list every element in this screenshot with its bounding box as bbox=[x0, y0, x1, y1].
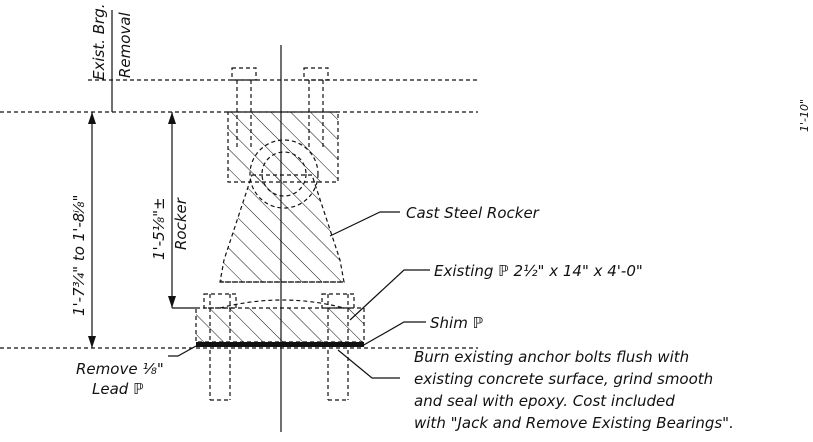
range-dimension-label: 1'-7³⁄₄" to 1'-8ⁱ⁄₈" bbox=[70, 195, 88, 316]
anchor-bolt-right bbox=[321, 293, 355, 401]
anchor-note-leader bbox=[337, 349, 400, 379]
rocker-dimension-label: 1'-5¹⁄₈"± bbox=[150, 197, 168, 260]
existing-plate-leader bbox=[349, 269, 430, 321]
anchor-note-line-4: with "Jack and Remove Existing Bearings"… bbox=[414, 414, 734, 432]
exist-brg-label: Exist. Brg. bbox=[90, 3, 108, 80]
side-dimension-label: 1'-10" bbox=[798, 99, 811, 132]
rocker-label: Rocker bbox=[172, 197, 190, 250]
rocker-pin-outer bbox=[249, 139, 319, 209]
lead-leader bbox=[168, 345, 197, 357]
anchor-bolt-left bbox=[203, 293, 237, 401]
rocker-body bbox=[220, 175, 344, 282]
existing-plate-label: Existing ℙ 2½" x 14" x 4'-0" bbox=[434, 262, 643, 280]
remove-lead-label-2: Lead ℙ bbox=[92, 380, 144, 398]
shim-plate-label: Shim ℙ bbox=[430, 314, 483, 332]
anchor-note-line-1: Burn existing anchor bolts flush with bbox=[414, 348, 689, 366]
shim-leader bbox=[361, 321, 426, 347]
rocker-pin-inner bbox=[261, 151, 307, 197]
top-bolt-right bbox=[303, 67, 329, 148]
top-bolt-left bbox=[231, 67, 257, 148]
cast-steel-leader bbox=[329, 211, 400, 237]
anchor-note-line-2: existing concrete surface, grind smooth bbox=[414, 370, 713, 388]
remove-lead-label-1: Remove ¹⁄₈" bbox=[76, 360, 164, 378]
removal-label: Removal bbox=[116, 11, 134, 78]
shim-lead-plate bbox=[196, 342, 364, 347]
existing-base-plate bbox=[196, 308, 364, 342]
top-shoe bbox=[228, 112, 338, 182]
cast-steel-rocker-label: Cast Steel Rocker bbox=[406, 204, 540, 222]
anchor-note-line-3: and seal with epoxy. Cost included bbox=[414, 392, 675, 410]
